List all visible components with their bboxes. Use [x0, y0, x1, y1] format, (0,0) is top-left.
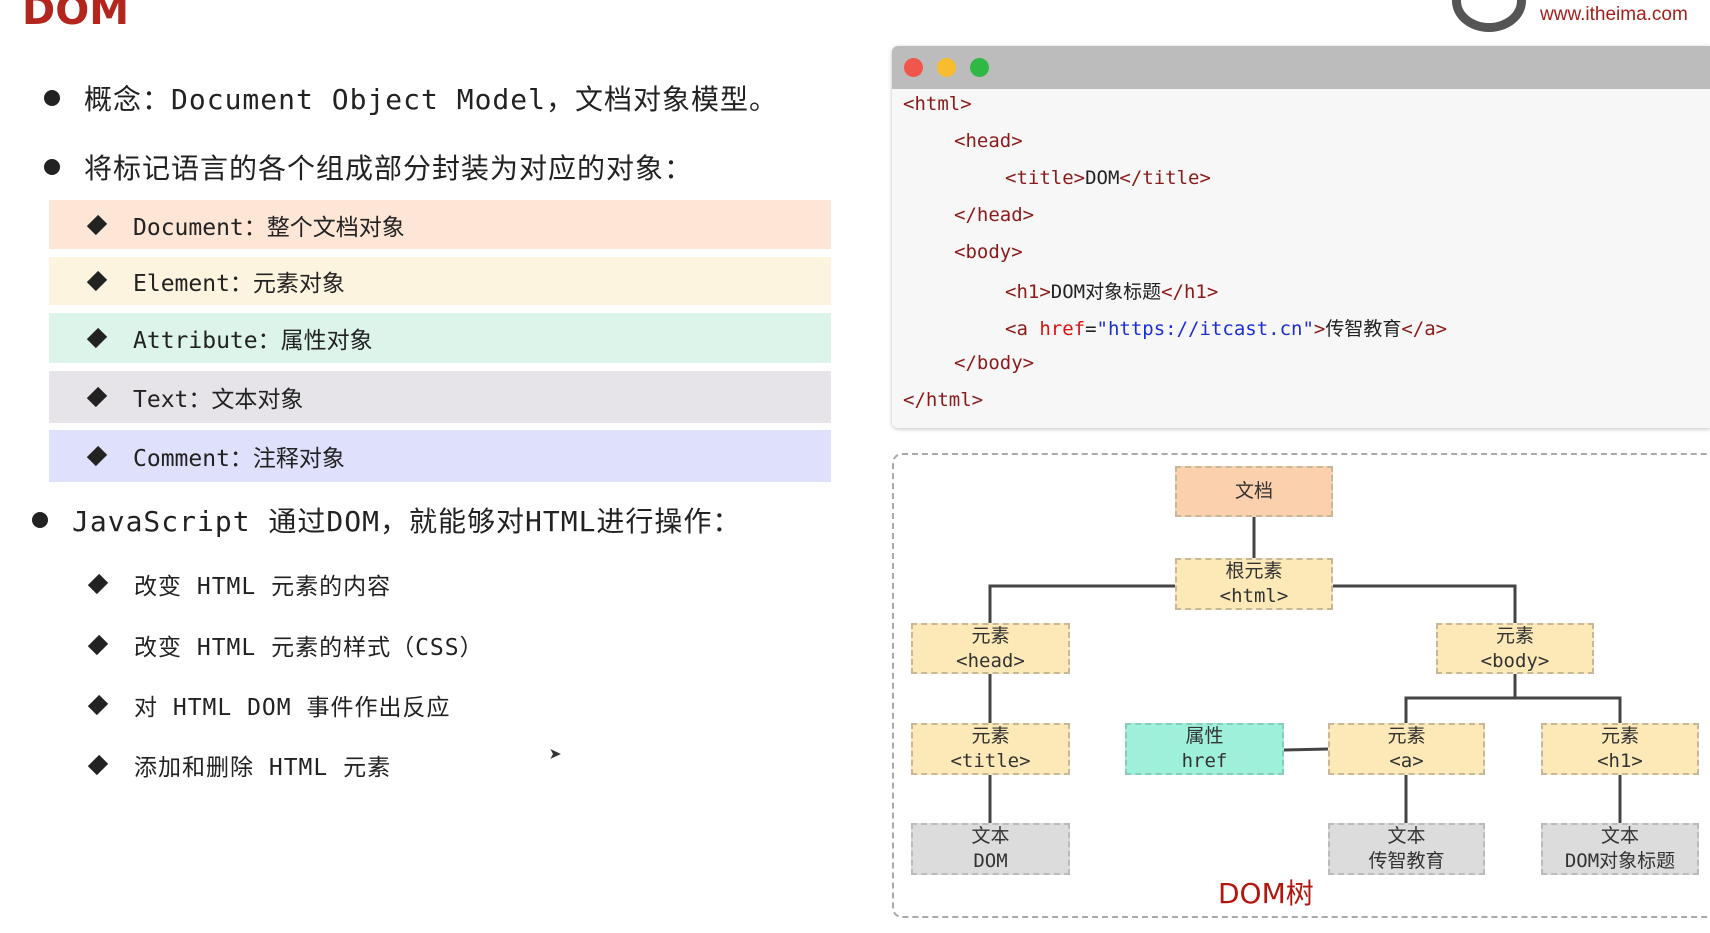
code-line: <html> — [903, 93, 972, 115]
code-line: <body> — [954, 241, 1023, 263]
operation-label: 改变 HTML 元素的内容 — [134, 574, 392, 600]
logo-url: www.itheima.com — [1540, 4, 1688, 25]
node-a: 元素<a> — [1328, 723, 1485, 775]
bullet-dot-icon — [44, 90, 60, 106]
bullet-dot-icon — [32, 512, 48, 528]
bullet-text: JavaScript 通过DOM，就能够对HTML进行操作： — [72, 505, 742, 538]
code-line: <h1>DOM对象标题</h1> — [1005, 281, 1219, 303]
object-type-label: Attribute：属性对象 — [133, 328, 373, 354]
node-html: 根元素<html> — [1175, 558, 1333, 610]
object-type-element: Element：元素对象 — [49, 257, 831, 305]
object-type-document: Document：整个文档对象 — [49, 200, 831, 249]
edge-body-children — [1404, 674, 1622, 723]
node-title: 元素<title> — [911, 723, 1070, 775]
node-document: 文档 — [1175, 466, 1333, 517]
code-line: <head> — [954, 130, 1023, 152]
bullet-text: 概念：Document Object Model，文档对象模型。 — [84, 83, 779, 116]
node-body: 元素<body> — [1436, 623, 1594, 674]
code-line: <a href="https://itcast.cn">传智教育</a> — [1005, 318, 1448, 340]
object-type-label: Text：文本对象 — [133, 387, 304, 413]
operation-item: 对 HTML DOM 事件作出反应 — [87, 688, 451, 722]
object-type-comment: Comment：注释对象 — [49, 430, 831, 482]
edge-html-body — [1333, 584, 1517, 623]
edge-a-attr — [1283, 747, 1329, 752]
operation-label: 添加和删除 HTML 元素 — [134, 755, 392, 781]
bullet-text: 将标记语言的各个组成部分封装为对应的对象： — [84, 152, 694, 185]
bullet-concept: 概念：Document Object Model，文档对象模型。 — [44, 78, 778, 118]
node-text-a: 文本传智教育 — [1328, 823, 1485, 875]
minimize-dot-icon[interactable] — [937, 58, 956, 77]
object-type-label: Element：元素对象 — [133, 271, 345, 297]
operation-label: 改变 HTML 元素的样式（CSS） — [134, 635, 484, 661]
bullet-dot-icon — [44, 159, 60, 175]
mouse-cursor-icon: ➤ — [549, 743, 563, 768]
object-type-attribute: Attribute：属性对象 — [49, 313, 831, 363]
maximize-dot-icon[interactable] — [970, 58, 989, 77]
object-type-label: Comment：注释对象 — [133, 446, 345, 472]
node-h1: 元素<h1> — [1541, 723, 1699, 775]
dom-tree-diagram — [892, 453, 1710, 918]
close-dot-icon[interactable] — [904, 58, 923, 77]
operation-item: 改变 HTML 元素的样式（CSS） — [87, 628, 484, 662]
operation-item: 改变 HTML 元素的内容 — [87, 567, 392, 601]
object-type-label: Document：整个文档对象 — [133, 214, 405, 241]
object-type-text: Text：文本对象 — [49, 371, 831, 423]
code-line: </body> — [954, 352, 1035, 374]
code-line: <title>DOM</title> — [1005, 167, 1211, 189]
operation-label: 对 HTML DOM 事件作出反应 — [134, 695, 451, 721]
node-head: 元素<head> — [911, 623, 1070, 674]
operation-item: 添加和删除 HTML 元素 — [87, 748, 392, 782]
bullet-encapsulate: 将标记语言的各个组成部分封装为对应的对象： — [44, 147, 693, 187]
window-titlebar — [892, 46, 1710, 89]
code-line: </html> — [903, 389, 984, 411]
edge-html-head — [988, 584, 1175, 623]
code-window: <html> <head> <title>DOM</title> </head>… — [892, 46, 1710, 428]
code-line: </head> — [954, 204, 1035, 226]
slide-title: DOM — [22, 0, 130, 34]
dom-tree-label: DOM树 — [1218, 877, 1314, 910]
bullet-javascript: JavaScript 通过DOM，就能够对HTML进行操作： — [32, 500, 741, 540]
